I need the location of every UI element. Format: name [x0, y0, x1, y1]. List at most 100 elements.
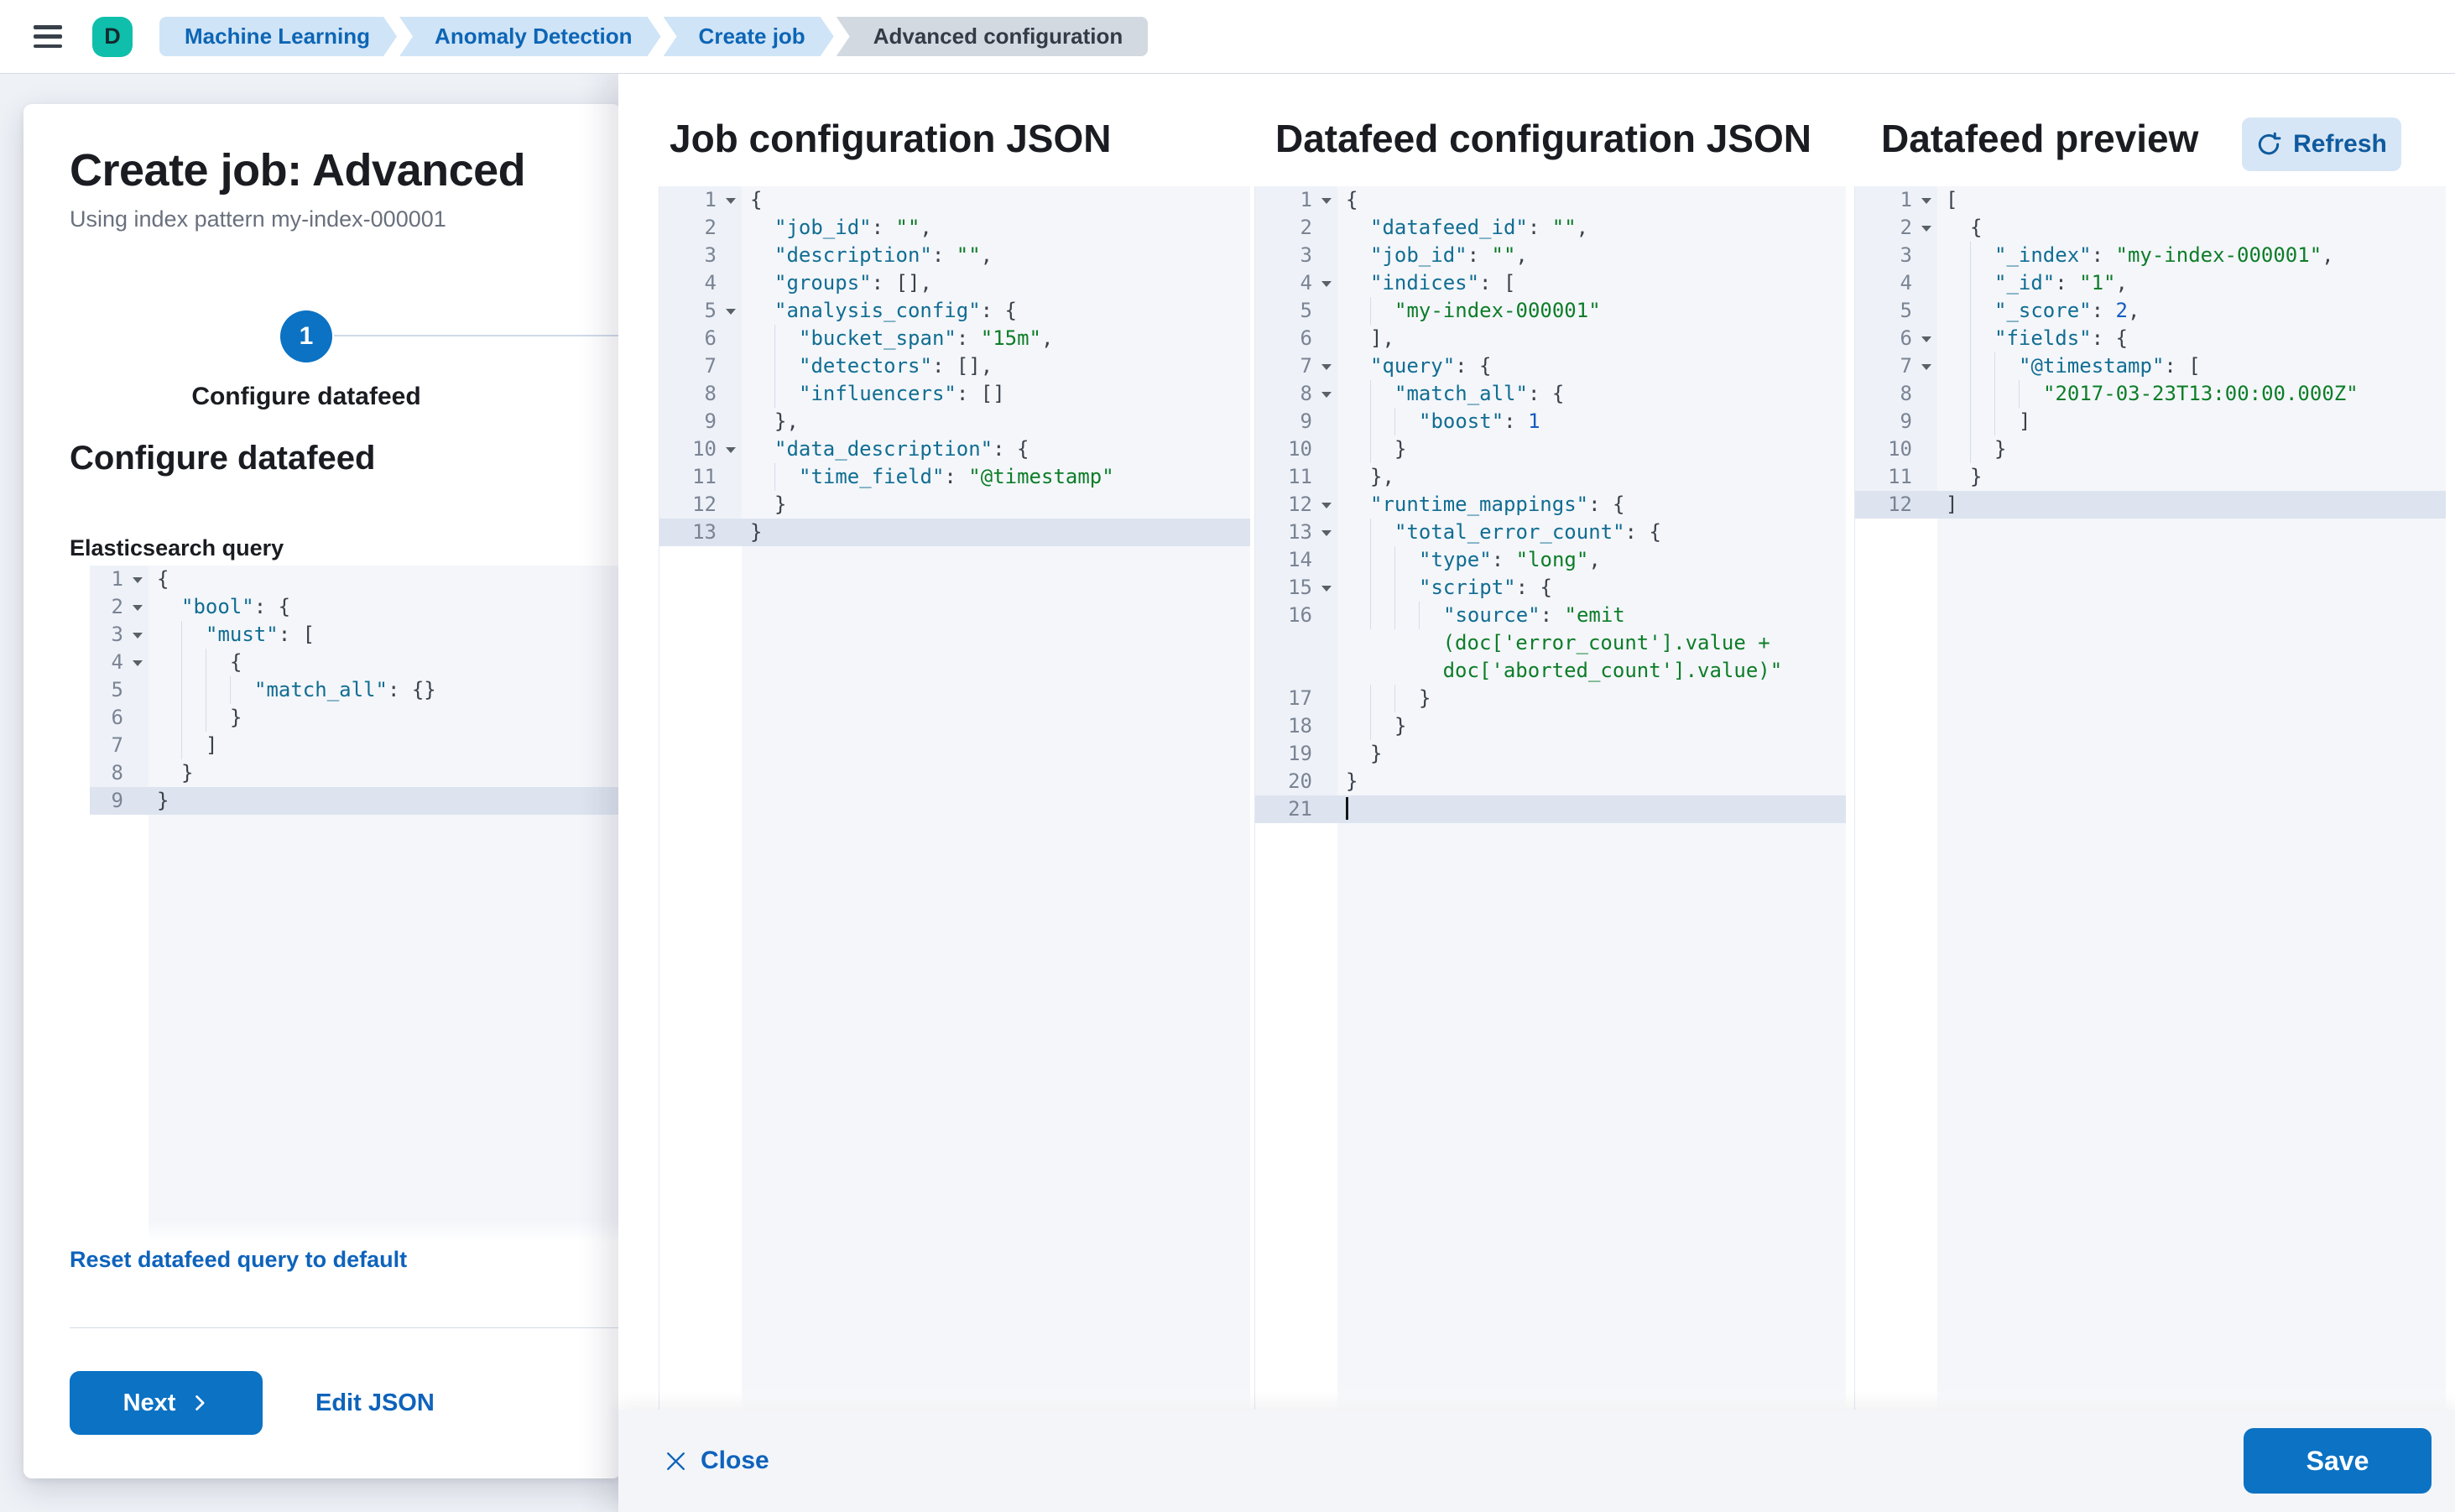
code-line[interactable]: 11} — [1855, 463, 2446, 491]
fold-arrow-icon[interactable] — [1916, 352, 1937, 380]
code-line[interactable]: 6} — [90, 704, 621, 732]
line-number: 13 — [1288, 520, 1312, 544]
menu-icon[interactable] — [34, 25, 62, 48]
code-line[interactable]: 4{ — [90, 649, 621, 676]
fold-arrow-icon[interactable] — [1916, 214, 1937, 242]
code-line[interactable]: 12"runtime_mappings": { — [1255, 491, 1846, 519]
code-line[interactable]: 5"_score": 2, — [1855, 297, 2446, 325]
code-line[interactable]: 4"indices": [ — [1255, 269, 1846, 297]
code-line[interactable]: 1{ — [659, 186, 1250, 214]
next-button[interactable]: Next — [70, 1371, 263, 1435]
code-line[interactable]: 8} — [90, 759, 621, 787]
fold-arrow-icon[interactable] — [1316, 574, 1337, 602]
code-line[interactable]: 7"@timestamp": [ — [1855, 352, 2446, 380]
breadcrumb-item-create-job[interactable]: Create job — [664, 17, 834, 56]
code-line[interactable]: 7"detectors": [], — [659, 352, 1250, 380]
fold-arrow-icon[interactable] — [1316, 269, 1337, 297]
datafeed-preview-editor[interactable]: 1[2{3"_index": "my-index-000001",4"_id":… — [1854, 186, 2446, 1410]
fold-arrow-icon[interactable] — [1316, 186, 1337, 214]
code-text: "match_all": { — [1337, 380, 1846, 408]
reset-datafeed-query-link[interactable]: Reset datafeed query to default — [70, 1247, 408, 1272]
fold-arrow-icon[interactable] — [720, 297, 742, 325]
code-line[interactable]: 3"must": [ — [90, 621, 621, 649]
code-line[interactable]: 9} — [90, 787, 621, 815]
code-line[interactable]: 12} — [659, 491, 1250, 519]
code-line[interactable]: 13} — [659, 519, 1250, 546]
code-line[interactable]: 3"description": "", — [659, 242, 1250, 269]
code-line[interactable]: 2"datafeed_id": "", — [1255, 214, 1846, 242]
avatar[interactable]: D — [92, 16, 133, 57]
fold-arrow-icon[interactable] — [1916, 325, 1937, 352]
fold-arrow-icon[interactable] — [1316, 352, 1337, 380]
code-line[interactable]: 6"fields": { — [1855, 325, 2446, 352]
fold-arrow-icon[interactable] — [720, 435, 742, 463]
code-line[interactable]: 12] — [1855, 491, 2446, 519]
code-line[interactable]: 21 — [1255, 795, 1846, 823]
code-line[interactable]: 19} — [1255, 740, 1846, 768]
code-line[interactable]: 8"influencers": [] — [659, 380, 1250, 408]
edit-json-link[interactable]: Edit JSON — [315, 1389, 435, 1416]
code-line[interactable]: 20} — [1255, 768, 1846, 795]
code-line[interactable]: 1{ — [90, 566, 621, 593]
code-line[interactable]: 2{ — [1855, 214, 2446, 242]
code-line[interactable]: 5"match_all": {} — [90, 676, 621, 704]
code-line[interactable]: 1{ — [1255, 186, 1846, 214]
line-number: 7 — [111, 733, 123, 757]
close-button[interactable]: Close — [665, 1447, 769, 1475]
code-line[interactable]: 1[ — [1855, 186, 2446, 214]
code-line[interactable]: 5"my-index-000001" — [1255, 297, 1846, 325]
code-line[interactable]: 17} — [1255, 685, 1846, 712]
datafeed-configuration-editor[interactable]: 1{2"datafeed_id": "",3"job_id": "",4"ind… — [1254, 186, 1846, 1410]
code-line[interactable]: 7"query": { — [1255, 352, 1846, 380]
code-line[interactable]: 4"_id": "1", — [1855, 269, 2446, 297]
code-line[interactable]: 9"boost": 1 — [1255, 408, 1846, 435]
fold-arrow-icon[interactable] — [1316, 491, 1337, 519]
code-line[interactable]: 10} — [1255, 435, 1846, 463]
code-line[interactable]: 10"data_description": { — [659, 435, 1250, 463]
fold-arrow-icon[interactable] — [127, 649, 149, 676]
fold-arrow-icon[interactable] — [127, 621, 149, 649]
code-text: "type": "long", — [1337, 546, 1846, 574]
code-line[interactable]: 13"total_error_count": { — [1255, 519, 1846, 546]
code-line[interactable]: 16"source": "emit — [1255, 602, 1846, 629]
code-line[interactable]: (doc['error_count'].value + — [1255, 629, 1846, 657]
fold-arrow-icon[interactable] — [127, 593, 149, 621]
code-line[interactable]: 14"type": "long", — [1255, 546, 1846, 574]
job-configuration-editor[interactable]: 1{2"job_id": "",3"description": "",4"gro… — [659, 186, 1250, 1410]
code-line[interactable]: 5"analysis_config": { — [659, 297, 1250, 325]
code-line[interactable]: 10} — [1855, 435, 2446, 463]
code-line[interactable]: 9}, — [659, 408, 1250, 435]
step-1-indicator[interactable]: 1 — [280, 310, 332, 362]
elasticsearch-query-editor[interactable]: 1{2"bool": {3"must": [4{5"match_all": {}… — [90, 566, 621, 1242]
fold-arrow-icon[interactable] — [720, 186, 742, 214]
code-line[interactable]: 15"script": { — [1255, 574, 1846, 602]
fold-arrow-icon[interactable] — [127, 566, 149, 593]
fold-spacer — [720, 491, 742, 519]
code-line[interactable]: 3"_index": "my-index-000001", — [1855, 242, 2446, 269]
job-configuration-heading: Job configuration JSON — [670, 117, 1112, 160]
line-number: 8 — [1900, 382, 1912, 405]
code-line[interactable]: 4"groups": [], — [659, 269, 1250, 297]
code-line[interactable]: 2"bool": { — [90, 593, 621, 621]
save-button[interactable]: Save — [2244, 1428, 2432, 1494]
fold-arrow-icon[interactable] — [1316, 519, 1337, 546]
code-line[interactable]: 7] — [90, 732, 621, 759]
code-line[interactable]: 6"bucket_span": "15m", — [659, 325, 1250, 352]
code-line[interactable]: 8"match_all": { — [1255, 380, 1846, 408]
code-line[interactable]: doc['aborted_count'].value)" — [1255, 657, 1846, 685]
fold-arrow-icon[interactable] — [1316, 380, 1337, 408]
code-line[interactable]: 3"job_id": "", — [1255, 242, 1846, 269]
code-line[interactable]: 2"job_id": "", — [659, 214, 1250, 242]
refresh-button[interactable]: Refresh — [2242, 117, 2401, 171]
fold-arrow-icon[interactable] — [1916, 186, 1937, 214]
code-line[interactable]: 8"2017-03-23T13:00:00.000Z" — [1855, 380, 2446, 408]
breadcrumb-item-machine-learning[interactable]: Machine Learning — [159, 17, 397, 56]
code-line[interactable]: 18} — [1255, 712, 1846, 740]
code-line[interactable]: 11"time_field": "@timestamp" — [659, 463, 1250, 491]
fold-spacer — [720, 214, 742, 242]
code-line[interactable]: 11}, — [1255, 463, 1846, 491]
datafeed-configuration-heading: Datafeed configuration JSON — [1275, 117, 1811, 160]
code-line[interactable]: 9] — [1855, 408, 2446, 435]
code-line[interactable]: 6], — [1255, 325, 1846, 352]
breadcrumb-item-anomaly-detection[interactable]: Anomaly Detection — [399, 17, 661, 56]
